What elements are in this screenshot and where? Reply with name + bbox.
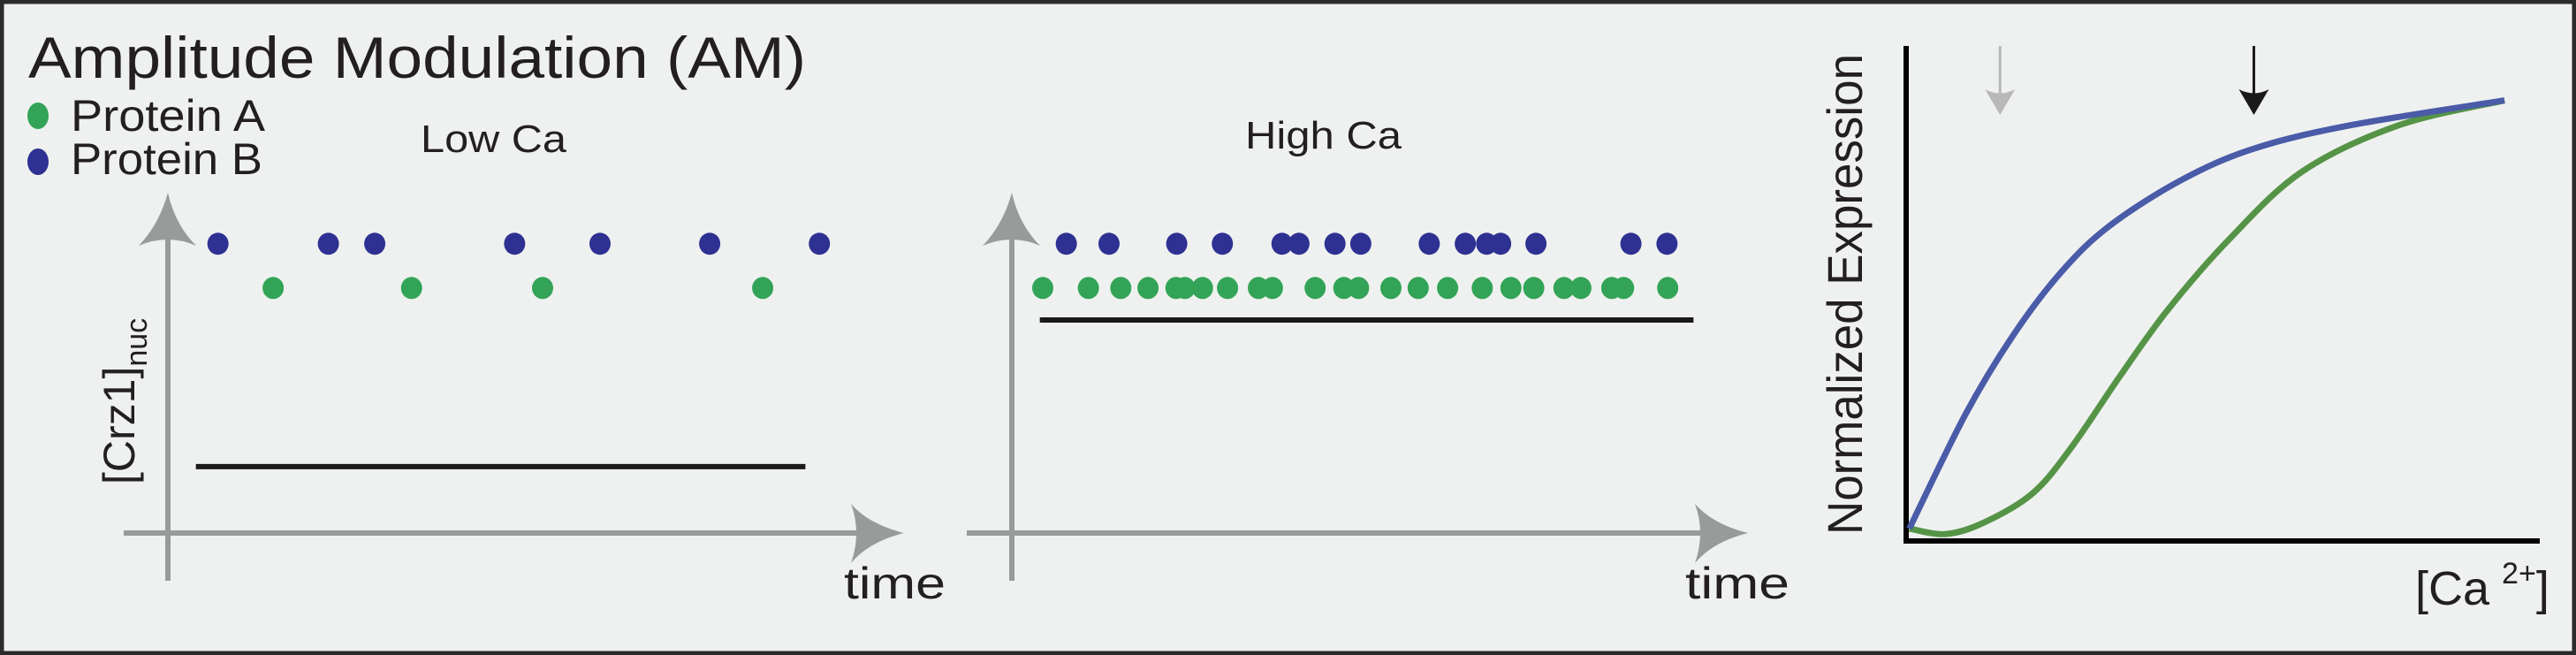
protein-b-dot bbox=[1288, 232, 1310, 255]
protein-b-dot bbox=[207, 232, 229, 255]
protein-a-dot bbox=[1077, 277, 1099, 300]
protein-a-dot bbox=[1569, 277, 1592, 300]
protein-a-dot bbox=[1553, 277, 1575, 300]
panel-title-high-ca: High Ca bbox=[1245, 114, 1402, 157]
protein-b-dot bbox=[1620, 232, 1642, 255]
legend-dot-protein-a bbox=[27, 103, 49, 129]
x-axis-arrowhead-low bbox=[851, 504, 904, 563]
protein-a-dot bbox=[1110, 277, 1132, 300]
y-axis-label-main: [Crz1] bbox=[95, 367, 144, 484]
protein-a-dot bbox=[1471, 277, 1493, 300]
x-axis-label-calcium-close: ] bbox=[2536, 562, 2549, 615]
protein-b-dot bbox=[1525, 232, 1547, 255]
legend-label-protein-b: Protein B bbox=[71, 134, 262, 184]
high-ca-panel: High Ca time bbox=[967, 114, 1790, 608]
protein-b-dot bbox=[1324, 232, 1346, 255]
protein-a-dot bbox=[1191, 277, 1213, 300]
indicator-arrow-head-1 bbox=[2238, 89, 2269, 115]
protein-a-dot bbox=[400, 277, 422, 300]
protein-a-dot bbox=[1217, 277, 1239, 300]
low-ca-panel: Low Ca time bbox=[124, 118, 946, 608]
protein-b-dot bbox=[364, 232, 386, 255]
protein-b-dot bbox=[699, 232, 721, 255]
protein-b-dot bbox=[1166, 232, 1188, 255]
protein-a-dot bbox=[1031, 277, 1053, 300]
indicator-arrow-head-0 bbox=[1985, 89, 2016, 115]
legend-dot-protein-b bbox=[27, 149, 49, 175]
protein-b-dot bbox=[1490, 232, 1512, 255]
legend-label-protein-a: Protein A bbox=[71, 91, 266, 141]
protein-b-dot bbox=[1455, 232, 1477, 255]
axes bbox=[1904, 46, 2540, 544]
y-axis-arrowhead-high bbox=[983, 193, 1040, 246]
x-axis-label-calcium: [Ca 2+] bbox=[2415, 557, 2549, 615]
protein-a-dot bbox=[1304, 277, 1326, 300]
protein-b-dot bbox=[317, 232, 339, 255]
protein-a-dot bbox=[1437, 277, 1459, 300]
protein-a-dot bbox=[1261, 277, 1283, 300]
dose-response-panel: Normalized Expression [Ca 2+] bbox=[1817, 46, 2549, 615]
protein-a-dot bbox=[1333, 277, 1355, 300]
protein-a-curve bbox=[1908, 97, 2505, 537]
protein-b-dot bbox=[1098, 232, 1120, 255]
protein-a-dot bbox=[1407, 277, 1429, 300]
panel-title-low-ca: Low Ca bbox=[421, 118, 567, 161]
protein-b-dot bbox=[1349, 232, 1372, 255]
protein-b-dot bbox=[809, 232, 831, 255]
protein-a-dot bbox=[1174, 277, 1196, 300]
legend: Protein A Protein B bbox=[27, 91, 266, 184]
protein-a-dot bbox=[1523, 277, 1545, 300]
protein-a-dot bbox=[1613, 277, 1635, 300]
y-axis-label-crz1: [Crz1]nuc bbox=[95, 318, 154, 484]
protein-b-dot bbox=[1055, 232, 1077, 255]
protein-a-dot bbox=[1500, 277, 1522, 300]
protein-b-dot bbox=[1271, 232, 1293, 255]
x-axis-label-time-high: time bbox=[1685, 559, 1790, 608]
y-axis-arrowhead-low bbox=[139, 193, 196, 246]
protein-a-dot bbox=[1137, 277, 1159, 300]
protein-b-dot bbox=[589, 232, 611, 255]
protein-b-dot bbox=[504, 232, 526, 255]
y-axis-label-normalized-expression: Normalized Expression bbox=[1817, 54, 1873, 535]
protein-a-dot bbox=[531, 277, 553, 300]
protein-a-dot bbox=[1379, 277, 1402, 300]
protein-b-dot bbox=[1212, 232, 1234, 255]
protein-b-dot bbox=[1418, 232, 1440, 255]
x-axis-label-calcium-main: [Ca bbox=[2415, 562, 2490, 615]
figure-title: Amplitude Modulation (AM) bbox=[28, 25, 806, 90]
x-axis-label-calcium-superscript: 2+ bbox=[2502, 557, 2536, 590]
protein-a-dot bbox=[262, 277, 285, 300]
protein-b-dot bbox=[1656, 232, 1678, 255]
y-axis-label-subscript: nuc bbox=[120, 318, 154, 367]
protein-a-dot bbox=[752, 277, 774, 300]
protein-b-curve bbox=[1906, 97, 2505, 530]
x-axis-arrowhead-high bbox=[1695, 504, 1748, 563]
protein-a-dot bbox=[1348, 277, 1370, 300]
protein-a-dot bbox=[1657, 277, 1679, 300]
x-axis-label-time-low: time bbox=[844, 559, 946, 608]
